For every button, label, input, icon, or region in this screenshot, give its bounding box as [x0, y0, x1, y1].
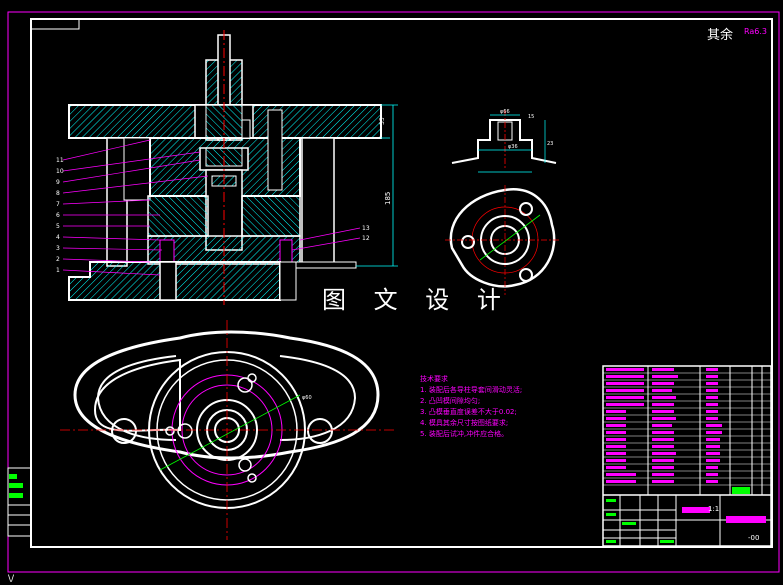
part-numbers: 11 10 9 8 7 6 5 4 3 2 1 13 12 [56, 157, 370, 274]
roughness-label: 其余 [707, 28, 734, 43]
svg-text:2: 2 [56, 256, 60, 263]
dim-part-t: 15 [528, 114, 534, 120]
svg-text:1: 1 [56, 267, 60, 274]
svg-text:11: 11 [56, 157, 64, 164]
svg-text:13: 13 [362, 225, 370, 232]
outer-frame [7, 11, 780, 573]
svg-text:5: 5 [56, 223, 60, 230]
svg-text:4: 4 [56, 234, 60, 241]
inner-frame [30, 18, 773, 548]
dim-part-h: 23 [547, 141, 553, 147]
tech-req-item-3: 3. 凸模垂直度误差不大于0.02; [420, 408, 517, 416]
dim-part-d: φ36 [508, 144, 518, 150]
svg-text:8: 8 [56, 190, 60, 197]
tech-req-item-2: 2. 凸凹模间隙均匀; [420, 397, 481, 405]
bom-rows [603, 372, 771, 486]
tech-req-item-1: 1. 装配后各导柱导套间滑动灵活; [420, 386, 523, 394]
svg-text:9: 9 [56, 179, 60, 186]
svg-text:7: 7 [56, 201, 60, 208]
title-block [602, 365, 772, 547]
sheet-number: -00 [748, 534, 760, 542]
dim-part-w: φ66 [500, 109, 510, 115]
plan-view: φ60 [60, 320, 395, 540]
scale-label: 1:1 [708, 505, 720, 513]
section-view: 185 35 [62, 30, 398, 305]
left-edge-table [7, 467, 32, 537]
tech-req-item-4: 4. 模具其余尺寸按图纸要求; [420, 419, 509, 427]
svg-text:10: 10 [56, 168, 64, 175]
dim-height: 185 [384, 192, 392, 205]
dim-circle: φ60 [302, 395, 312, 401]
part-profile: φ66 φ36 23 15 [451, 109, 557, 173]
part-top-view [445, 185, 560, 295]
watermark-title: 图 文 设 计 [322, 286, 511, 314]
corner-tab [30, 18, 80, 30]
bom-text-blocks [606, 368, 766, 543]
svg-text:6: 6 [56, 212, 60, 219]
roughness-value: Ra6.3 [744, 27, 768, 36]
svg-text:3: 3 [56, 245, 60, 252]
tech-requirements: 技术要求 1. 装配后各导柱导套间滑动灵活; 2. 凸凹模间隙均匀; 3. 凸模… [420, 374, 522, 440]
dim-top-plate: 35 [379, 117, 386, 125]
svg-text:12: 12 [362, 235, 370, 242]
bottom-mark: \/ [8, 574, 15, 584]
tech-req-title: 技术要求 [420, 375, 448, 383]
tech-req-item-5: 5. 装配后试冲,冲件应合格。 [420, 430, 509, 438]
